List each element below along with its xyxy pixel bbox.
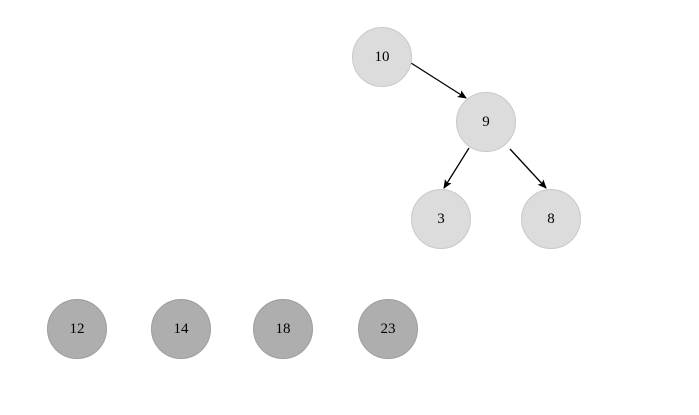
node-label: 3: [437, 210, 445, 227]
tree-node-3[interactable]: 3: [411, 189, 471, 249]
tree-edge-n9-to-n3: [443, 147, 470, 189]
node-label: 10: [374, 48, 390, 65]
unplaced-node-18[interactable]: 18: [253, 299, 313, 359]
tree-node-9[interactable]: 9: [456, 92, 516, 152]
node-label: 14: [173, 320, 189, 337]
tree-edge-n10-to-n9: [410, 62, 467, 99]
unplaced-node-23[interactable]: 23: [358, 299, 418, 359]
tree-node-8[interactable]: 8: [521, 189, 581, 249]
unplaced-node-14[interactable]: 14: [151, 299, 211, 359]
node-label: 23: [380, 320, 396, 337]
node-label: 12: [69, 320, 85, 337]
node-label: 9: [482, 113, 490, 130]
node-label: 18: [275, 320, 291, 337]
unplaced-node-12[interactable]: 12: [47, 299, 107, 359]
node-label: 8: [547, 210, 555, 227]
tree-edge-n9-to-n8: [509, 148, 547, 189]
tree-node-10[interactable]: 10: [352, 27, 412, 87]
